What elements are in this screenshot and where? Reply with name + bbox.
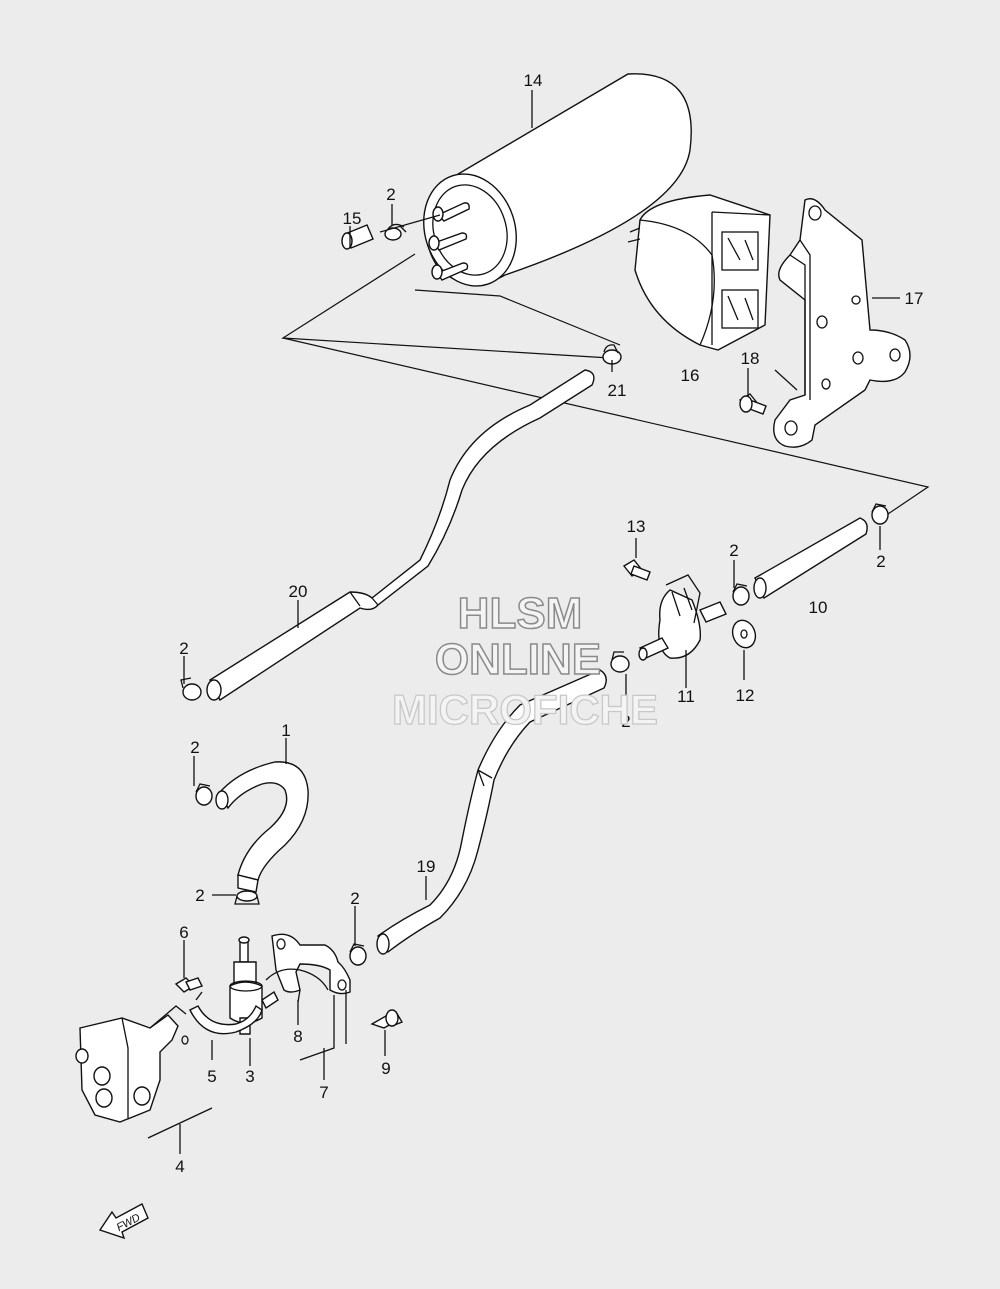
callout-17: 17 bbox=[905, 289, 924, 308]
clamp-part-2-f bbox=[195, 783, 213, 806]
callout-10: 10 bbox=[809, 598, 828, 617]
leader-lines bbox=[147, 90, 900, 1154]
callout-2: 2 bbox=[190, 738, 199, 757]
routing-lines bbox=[281, 214, 930, 517]
callout-15: 15 bbox=[343, 209, 362, 228]
callout-16: 16 bbox=[681, 366, 700, 385]
fwd-arrow: FWD bbox=[98, 1203, 149, 1240]
callout-9: 9 bbox=[381, 1059, 390, 1078]
callout-13: 13 bbox=[627, 517, 646, 536]
callout-7: 7 bbox=[319, 1083, 328, 1102]
hose-part-20 bbox=[206, 369, 595, 702]
hose-part-1 bbox=[215, 761, 309, 893]
callout-2: 2 bbox=[195, 886, 204, 905]
fwd-label: FWD bbox=[115, 1212, 143, 1234]
callout-3: 3 bbox=[245, 1067, 254, 1086]
callout-2: 2 bbox=[621, 712, 630, 731]
watermark-microfiche: MICROFICHE bbox=[392, 686, 658, 733]
bolt-part-13 bbox=[622, 559, 651, 581]
bracket-part-17 bbox=[773, 198, 911, 448]
bolt-part-18 bbox=[738, 393, 767, 415]
washer-part-12 bbox=[731, 619, 757, 649]
callout-2: 2 bbox=[876, 552, 885, 571]
callout-19: 19 bbox=[417, 857, 436, 876]
bracket-part-16 bbox=[627, 194, 771, 351]
hose-part-10 bbox=[753, 517, 868, 600]
callout-2: 2 bbox=[350, 889, 359, 908]
hose-part-19 bbox=[376, 669, 607, 955]
clamp-part-2-h bbox=[349, 943, 367, 966]
callout-labels: 14 15 2 16 17 18 21 13 2 2 10 20 2 11 12… bbox=[175, 71, 923, 1176]
watermark-hlsm: HLSM bbox=[458, 589, 583, 638]
callout-2: 2 bbox=[386, 185, 395, 204]
canister-part-14 bbox=[423, 73, 692, 287]
bolt-part-6 bbox=[174, 977, 203, 993]
callout-4: 4 bbox=[175, 1157, 184, 1176]
callout-2: 2 bbox=[729, 541, 738, 560]
callout-12: 12 bbox=[736, 686, 755, 705]
callout-6: 6 bbox=[179, 923, 188, 942]
callout-14: 14 bbox=[524, 71, 543, 90]
bolt-part-9 bbox=[370, 1009, 404, 1029]
callout-11: 11 bbox=[677, 687, 695, 706]
callout-21: 21 bbox=[608, 381, 627, 400]
callout-18: 18 bbox=[741, 349, 760, 368]
watermark-online: ONLINE bbox=[435, 635, 601, 684]
clamp-part-21 bbox=[602, 344, 622, 365]
clamp-part-2-g bbox=[234, 890, 260, 905]
clamp-part-2-c bbox=[871, 503, 889, 525]
clamp-part-2-e bbox=[610, 651, 630, 673]
clamp-part-2-d bbox=[180, 677, 202, 701]
callout-20: 20 bbox=[289, 582, 308, 601]
watermark: HLSM ONLINE MICROFICHE bbox=[391, 588, 658, 733]
bracket-part-5 bbox=[189, 991, 263, 1035]
bracket-part-8 bbox=[265, 933, 351, 1003]
clamp-part-2-a bbox=[384, 223, 407, 241]
frame-bracket-part-4 bbox=[75, 1005, 189, 1123]
clamp-part-2-b bbox=[732, 583, 750, 606]
callout-2: 2 bbox=[179, 639, 188, 658]
hose-part-15 bbox=[341, 224, 374, 250]
callout-1: 1 bbox=[281, 721, 290, 740]
callout-5: 5 bbox=[207, 1067, 216, 1086]
valve-part-11 bbox=[638, 574, 727, 661]
callout-8: 8 bbox=[293, 1027, 302, 1046]
